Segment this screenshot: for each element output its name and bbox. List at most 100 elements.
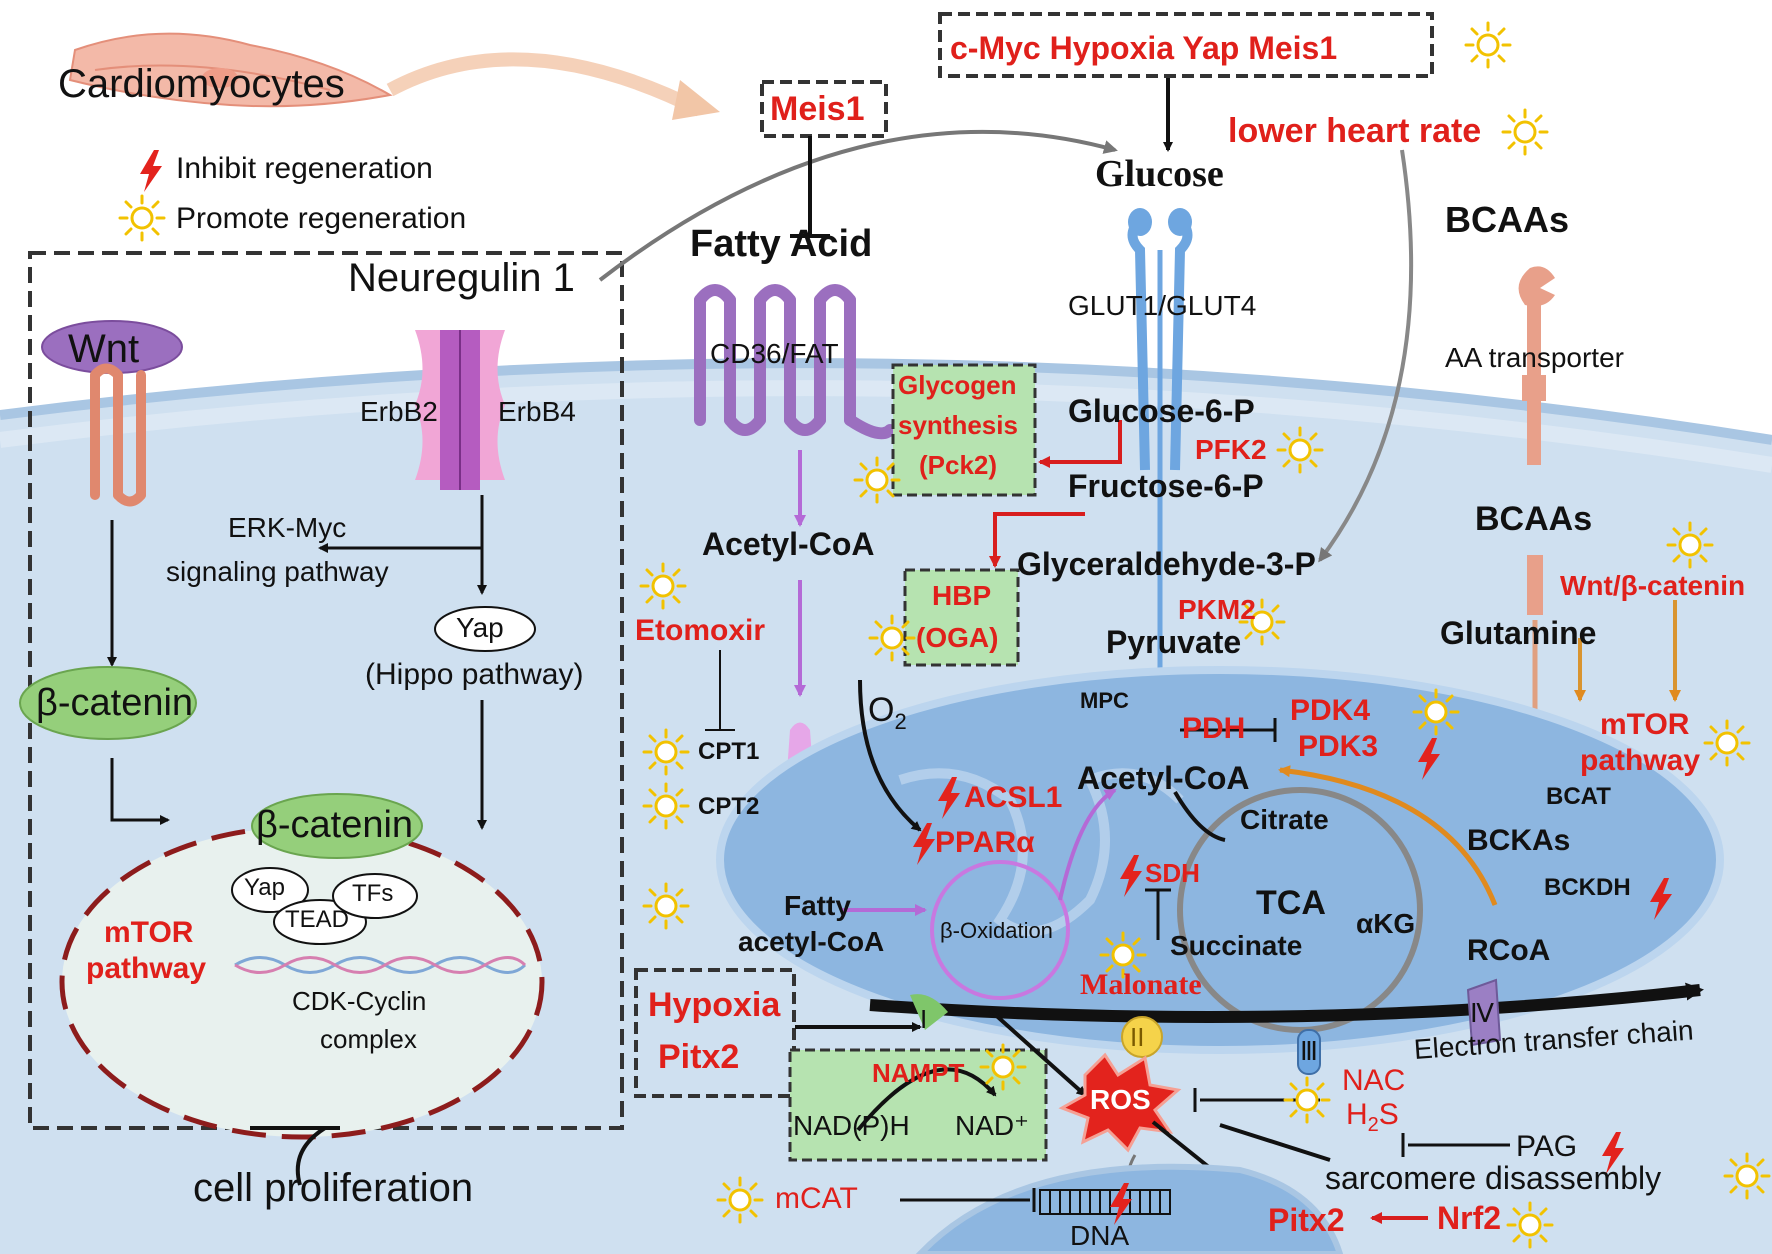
- promote-icon-heart-rate: [1501, 108, 1549, 156]
- mtor-pathway-label-line2: pathway: [86, 952, 207, 985]
- beta-oxidation-loop: [930, 860, 1070, 1000]
- promote-icon-pfk2: [1276, 426, 1324, 474]
- beta-oxidation-label: β-Oxidation: [940, 918, 1053, 943]
- cdk-cyclin-label: CDK-Cyclin: [292, 986, 427, 1016]
- akg-label: αKG: [1356, 908, 1416, 939]
- pdh-label: PDH: [1182, 712, 1246, 745]
- meis1-label: Meis1: [770, 90, 865, 128]
- glyceraldehyde-3-p-label: Glyceraldehyde-3-P: [1017, 546, 1316, 582]
- mtor-pathway-label: mTOR: [104, 916, 194, 949]
- glycogen-box: [891, 363, 1037, 497]
- lower-heart-rate-label: lower heart rate: [1228, 112, 1482, 150]
- promote-icon-mcat: [716, 1176, 764, 1224]
- promote-icon-wnt: [1666, 521, 1714, 569]
- glutamine-label: Glutamine: [1440, 615, 1597, 651]
- glucose-6-p-label: Glucose-6-P: [1068, 393, 1255, 429]
- promote-icon-hbp: [868, 614, 916, 662]
- malonate-label: Malonate: [1080, 968, 1202, 1001]
- pag-label: PAG: [1516, 1130, 1578, 1163]
- promote-icon-pdk4: [1412, 688, 1460, 736]
- nuclear-yap-label: Yap: [244, 874, 285, 901]
- promote-icon-cpt1: [642, 728, 690, 776]
- cell-to-pathway-arrow: [386, 52, 704, 117]
- pitx2-box-label: Pitx2: [658, 1038, 740, 1076]
- pdk4-label: PDK4: [1290, 694, 1371, 727]
- aa-transporter-label: AA transporter: [1445, 342, 1624, 373]
- nampt-label: NAMPT: [872, 1058, 965, 1088]
- myc-box: [938, 12, 1434, 78]
- mpc-label: MPC: [1080, 688, 1129, 713]
- nrf2-label: Nrf2: [1437, 1200, 1502, 1236]
- fatty-acyl-label-line2: acetyl-CoA: [738, 926, 885, 957]
- pyruvate-label: Pyruvate: [1106, 624, 1242, 660]
- hippo-label: (Hippo pathway): [365, 658, 584, 691]
- yap-label: Yap: [456, 612, 504, 643]
- erbb2-label: ErbB2: [360, 396, 438, 427]
- nucleus: [59, 824, 545, 1140]
- inhibit-legend-icon: [140, 150, 162, 192]
- nadph-label: NAD(P)H: [793, 1110, 910, 1141]
- cdk-cyclin-label-line2: complex: [320, 1024, 417, 1054]
- hbp-box: [903, 568, 1020, 667]
- cd36-label: CD36/FAT: [710, 338, 839, 369]
- mitochondrion: [716, 666, 1724, 1054]
- neuregulin-label: Neuregulin 1: [348, 256, 575, 300]
- ppara-label: PPARα: [935, 826, 1035, 859]
- complex-iv-label: Ⅳ: [1470, 998, 1494, 1028]
- tca-label: TCA: [1256, 884, 1326, 922]
- glycogen-synthesis-label-line3: (Pck2): [919, 450, 998, 480]
- bcat-label: BCAT: [1546, 783, 1611, 810]
- inhibit-legend-label: Inhibit regeneration: [176, 152, 433, 185]
- promote-icon-fatty-acyl: [642, 882, 690, 930]
- hypoxia-label: Hypoxia: [648, 986, 781, 1024]
- promote-icon-nac: [1283, 1076, 1331, 1124]
- promote-legend-label: Promote regeneration: [176, 202, 467, 235]
- ros-label: ROS: [1090, 1084, 1151, 1115]
- rcoa-label: RCoA: [1467, 934, 1551, 967]
- mcat-label: mCAT: [775, 1182, 858, 1215]
- bcaas-cyto-label: BCAAs: [1475, 500, 1593, 538]
- cardiomyocytes-label: Cardiomyocytes: [58, 62, 345, 106]
- cpt1-label: CPT1: [698, 738, 760, 765]
- ros-burst: [1058, 1052, 1182, 1153]
- beta-catenin-label: β-catenin: [36, 682, 194, 724]
- promote-icon-sarcomere: [1723, 1152, 1771, 1200]
- cpt2-label: CPT2: [698, 793, 760, 820]
- h2s-label: H2S: [1346, 1098, 1399, 1136]
- complex-ii-label: II: [1130, 1022, 1145, 1052]
- acsl1-label: ACSL1: [964, 781, 1063, 814]
- promote-icon-acetyl-coa: [639, 562, 687, 610]
- pitx2-ros-label: Pitx2: [1268, 1202, 1345, 1238]
- meis1-box: [760, 80, 888, 138]
- acetyl-coa-cyto-label: Acetyl-CoA: [702, 526, 875, 562]
- myc-hypoxia-label: c-Myc Hypoxia Yap Meis1: [950, 30, 1338, 66]
- promote-icon-nampt: [979, 1043, 1027, 1091]
- glut-transporter: [1127, 208, 1193, 690]
- nad-label: NAD⁺: [955, 1110, 1029, 1141]
- glycogen-synthesis-label-line2: synthesis: [898, 410, 1018, 440]
- nac-label: NAC: [1342, 1064, 1406, 1097]
- succinate-label: Succinate: [1170, 930, 1303, 961]
- bckdh-label: BCKDH: [1544, 874, 1631, 901]
- sdh-label: SDH: [1145, 858, 1200, 888]
- wnt-label: Wnt: [68, 327, 140, 371]
- pdk3-label: PDK3: [1298, 730, 1379, 763]
- promote-icon-mtor: [1703, 719, 1751, 767]
- cd36-transporter: [694, 284, 896, 440]
- promote-icon-nrf2: [1506, 1201, 1554, 1249]
- fatty-acyl-label: Fatty: [784, 890, 851, 921]
- hbp-label-line2: (OGA): [916, 622, 999, 653]
- mtor-bcaa-label-line2: pathway: [1580, 744, 1701, 777]
- dna-strand: [1039, 1189, 1171, 1215]
- etomoxir-label: Etomoxir: [635, 614, 766, 647]
- pfk2-label: PFK2: [1195, 434, 1267, 465]
- pkm2-label: PKM2: [1178, 594, 1256, 625]
- complex-iii-label: Ⅲ: [1300, 1036, 1318, 1066]
- beta-catenin-ellipse: [19, 666, 197, 740]
- erbb4-label: ErbB4: [498, 396, 576, 427]
- promote-icon-glycogen: [853, 456, 901, 504]
- bcaas-top-label: BCAAs: [1445, 199, 1570, 240]
- promote-icon-cpt2: [642, 782, 690, 830]
- aa-transporter: [1518, 266, 1555, 615]
